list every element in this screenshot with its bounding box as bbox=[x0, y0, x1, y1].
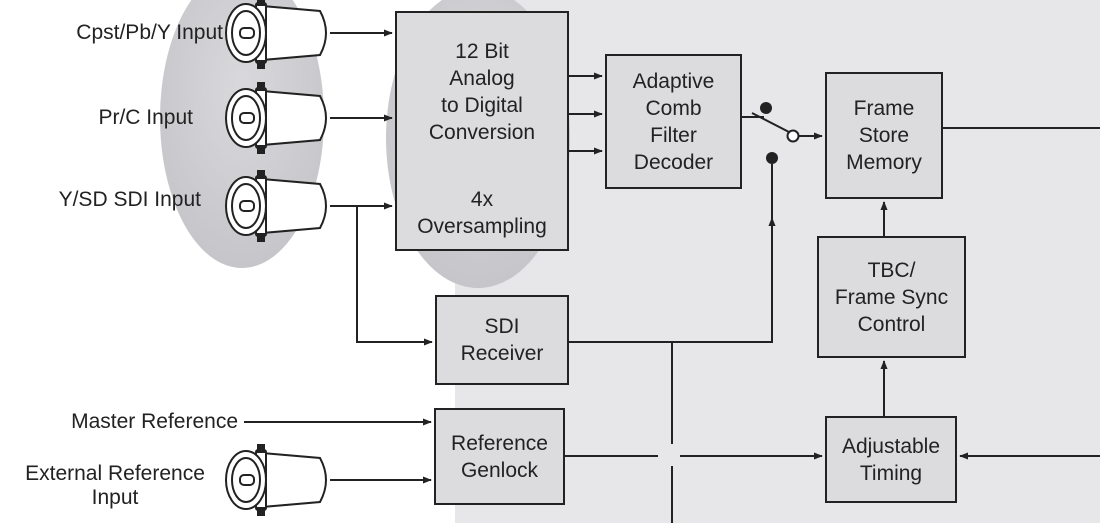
frame-store-label-line: Memory bbox=[846, 151, 922, 174]
bnc-connector-icon bbox=[225, 0, 327, 69]
sdi-label-line: SDI bbox=[484, 315, 520, 338]
tbc-label-line: Control bbox=[857, 312, 926, 336]
adc-sub-line: 4x bbox=[470, 188, 494, 211]
timing-label: Adjustable Timing bbox=[826, 417, 956, 502]
adc-label-line: Conversion bbox=[428, 120, 536, 144]
bnc-connectors bbox=[225, 0, 327, 516]
adc-label-line: Analog bbox=[449, 66, 515, 90]
prc-input-label: Pr/C Input bbox=[98, 106, 193, 129]
tbc-label: TBC/ Frame Sync Control bbox=[818, 237, 965, 357]
genlock-label: Reference Genlock bbox=[435, 409, 564, 504]
genlock-label-line: Reference bbox=[451, 431, 548, 455]
tbc-label-line: TBC/ bbox=[867, 258, 916, 282]
comb-label-line: Comb bbox=[645, 96, 702, 120]
switch-contact-sdi bbox=[766, 152, 778, 164]
genlock-label-line: Genlock bbox=[460, 458, 539, 482]
frame-store-block bbox=[825, 72, 943, 199]
external-reference-line2: Input bbox=[91, 486, 139, 509]
comb-label-line: Decoder bbox=[633, 150, 714, 174]
sdi-label-line: Receiver bbox=[460, 342, 544, 365]
frame-store-label-line: Store bbox=[858, 124, 910, 147]
bnc-connector-icon bbox=[225, 444, 327, 516]
adc-sub-line: Oversampling bbox=[417, 215, 547, 238]
sdi-receiver-label: SDI Receiver bbox=[436, 296, 568, 384]
sdi-receiver-block bbox=[435, 295, 569, 385]
external-reference-label: External Reference Input bbox=[4, 462, 226, 510]
switch-contact-comb bbox=[760, 102, 772, 114]
ysd-to-sdi-line bbox=[356, 206, 433, 346]
external-reference-line1: External Reference bbox=[25, 462, 205, 485]
adc-label-line: 12 Bit bbox=[455, 39, 509, 63]
frame-store-label-line: Frame bbox=[853, 97, 915, 120]
cpst-input-label: Cpst/Pb/Y Input bbox=[76, 21, 223, 44]
bnc-connector-icon bbox=[225, 82, 327, 154]
comb-filter-label: Adaptive Comb Filter Decoder bbox=[606, 55, 741, 188]
sdi-to-switch-line bbox=[568, 217, 776, 343]
ysd-input-label: Y/SD SDI Input bbox=[58, 188, 201, 211]
comb-label-line: Adaptive bbox=[632, 69, 715, 93]
comb-filter-block bbox=[605, 54, 742, 189]
timing-block bbox=[825, 416, 957, 503]
adc-oversampling-label: 4x Oversampling bbox=[396, 183, 568, 243]
bnc-connector-icon bbox=[225, 170, 327, 242]
adc-label-line: to Digital bbox=[441, 93, 523, 117]
master-reference-label: Master Reference bbox=[71, 410, 238, 433]
tbc-block bbox=[817, 236, 966, 358]
comb-label-line: Filter bbox=[650, 123, 697, 147]
adc-label: 12 Bit Analog to Digital Conversion bbox=[396, 34, 568, 149]
timing-label-line: Adjustable bbox=[841, 434, 941, 458]
frame-store-label: Frame Store Memory bbox=[826, 73, 942, 198]
timing-label-line: Timing bbox=[859, 461, 923, 485]
adc-block bbox=[395, 11, 569, 251]
switch-output-contact bbox=[786, 129, 800, 143]
genlock-block bbox=[434, 408, 565, 505]
switch-blade bbox=[751, 112, 790, 133]
tbc-label-line: Frame Sync bbox=[834, 285, 949, 309]
